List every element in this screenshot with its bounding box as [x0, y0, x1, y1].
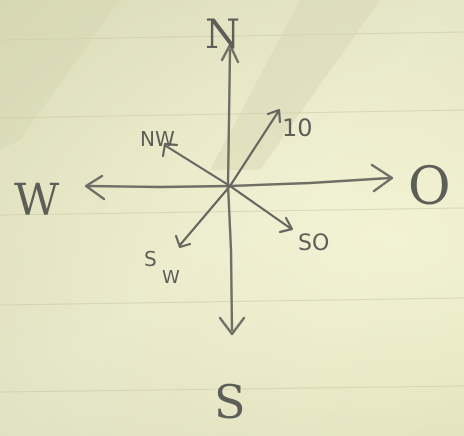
east-label: O [408, 157, 451, 217]
northeast-arrowhead [266, 108, 282, 124]
northeast-label: 10 [282, 114, 313, 142]
north-south-axis [226, 48, 234, 332]
southwest-label-top: S [144, 247, 157, 271]
south-label: S [214, 375, 246, 429]
north-arrowhead [220, 43, 240, 64]
north-label: N [205, 12, 240, 58]
southwest-arrowhead [174, 234, 192, 249]
west-arrowhead [84, 174, 106, 201]
south-arrowhead [218, 316, 246, 336]
northwest-label: NW [140, 127, 175, 151]
east-arrowhead [370, 163, 394, 193]
west-east-axis [86, 176, 392, 189]
west-label: W [14, 175, 60, 226]
southeast-arrowhead [278, 216, 294, 234]
southeast-label: SO [298, 231, 329, 256]
northwest-arrowhead [161, 142, 179, 158]
northeast-southwest-line [178, 110, 280, 247]
southwest-label-bottom: W [162, 267, 180, 288]
